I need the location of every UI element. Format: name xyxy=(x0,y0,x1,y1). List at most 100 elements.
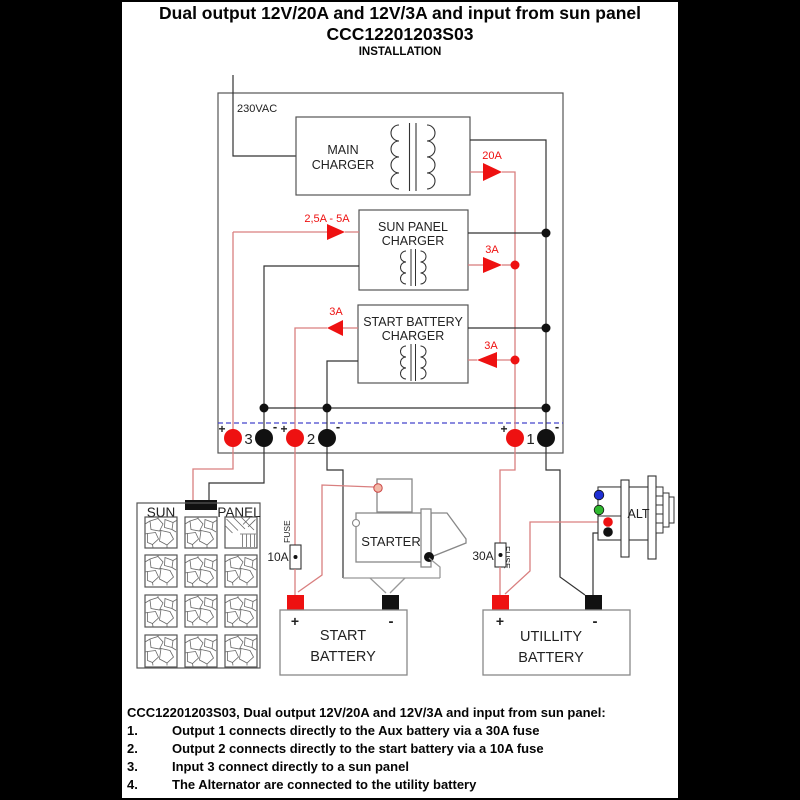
footer-item-number: 1. xyxy=(127,723,138,738)
terminal-2-minus xyxy=(318,429,336,447)
transformer-icon xyxy=(400,249,427,286)
terminal-3-minus xyxy=(255,429,273,447)
fuse30-rating: 30A xyxy=(472,549,493,563)
start-battery-minus-sign: - xyxy=(389,613,394,630)
terminal-3-plus-sign: + xyxy=(218,422,225,436)
charger-enclosure xyxy=(217,92,564,454)
terminal-3-plus xyxy=(224,429,242,447)
solenoid-feed-wire xyxy=(297,484,375,593)
sunpanel-label-right: PANEL xyxy=(217,505,261,520)
footer-notes: CCC12201203S03, Dual output 12V/20A and … xyxy=(127,704,627,794)
footer-item-text: The Alternator are connected to the util… xyxy=(172,777,477,792)
main-charger-label-1: MAIN xyxy=(327,143,358,157)
fuse10-rating: 10A xyxy=(267,550,288,564)
starter-label: STARTER xyxy=(361,534,420,549)
starter-terminal-small xyxy=(351,518,361,528)
terminal-1-plus-sign: + xyxy=(500,422,507,436)
title-block: Dual output 12V/20A and 12V/3A and input… xyxy=(122,3,678,60)
mains-label: 230VAC xyxy=(237,103,277,115)
start-battery-charger: START BATTERY CHARGER xyxy=(357,304,469,384)
terminal-1-minus xyxy=(537,429,555,447)
fuse10-label: FUSE xyxy=(282,520,292,543)
mains-wire xyxy=(232,75,296,157)
alternator-terminal-red xyxy=(603,517,613,527)
terminal-2-plus-sign: + xyxy=(280,422,287,436)
sunpanel-plus-wire xyxy=(192,447,234,502)
alternator-plus-wire xyxy=(504,521,604,595)
terminal-1-number: 1 xyxy=(526,431,534,448)
main-charger: MAIN CHARGER xyxy=(295,116,471,196)
output1-plus-wire xyxy=(499,447,516,543)
diode-arrow-start-feed xyxy=(477,352,497,368)
sunpanel-minus-wire xyxy=(208,447,265,502)
mains-input: 230VAC xyxy=(232,75,296,157)
junction-dots xyxy=(259,228,551,413)
main-output-negative xyxy=(470,139,547,438)
solenoid-terminal xyxy=(373,483,383,493)
utility-battery-label-1: UTILLITY xyxy=(520,629,582,645)
terminal-3-number: 3 xyxy=(244,431,252,448)
sun-output-rating: 3A xyxy=(485,244,499,256)
diode-arrow-start-out xyxy=(327,320,343,336)
utility-battery: + - UTILLITY BATTERY xyxy=(482,595,631,676)
sun-negative-wire xyxy=(263,265,359,438)
alternator-terminal-blue xyxy=(593,489,605,501)
terminal-1-minus-sign: - xyxy=(555,419,559,434)
alternator: ALT xyxy=(593,475,675,560)
start-charger-label-2: CHARGER xyxy=(382,329,445,343)
page-background xyxy=(122,2,678,798)
alternator-terminal-black xyxy=(603,527,613,537)
sun-charger-label-1: SUN PANEL xyxy=(378,220,448,234)
start-battery-minus-terminal xyxy=(382,595,399,610)
sunpanel-label-left: SUN xyxy=(147,505,176,520)
diode-arrow-sun-in xyxy=(327,224,345,240)
fuse30-label: FUSE xyxy=(502,546,512,569)
footer-item-number: 2. xyxy=(127,741,138,756)
utility-battery-plus-sign: + xyxy=(496,613,504,629)
alternator-terminal-green xyxy=(593,504,605,516)
sunpanel-junction-box xyxy=(185,500,217,510)
start-output-rating: 3A xyxy=(329,306,343,318)
solar-cells xyxy=(144,516,258,668)
terminal-2-plus xyxy=(286,429,304,447)
alternator-pulley xyxy=(655,486,675,534)
page-title: Dual output 12V/20A and 12V/3A and input… xyxy=(159,3,641,23)
output2-minus-wire xyxy=(326,447,344,578)
utility-battery-plus-terminal xyxy=(492,595,509,610)
sun-input-rating: 2,5A - 5A xyxy=(304,213,350,225)
sun-panel: SUN PANEL xyxy=(136,500,261,669)
footer-item-text: Output 2 connects directly to the start … xyxy=(172,741,544,756)
footer-item-number: 4. xyxy=(127,777,138,792)
utility-battery-minus-terminal xyxy=(585,595,602,610)
output-terminals: 3 2 1 + + + - - - xyxy=(218,419,559,448)
footer-item: 3. Input 3 connect directly to a sun pan… xyxy=(127,758,627,776)
footer-item: 2. Output 2 connects directly to the sta… xyxy=(127,740,627,758)
transformer-icon xyxy=(400,344,427,381)
installation-heading: INSTALLATION xyxy=(358,46,442,58)
start-ground-wires xyxy=(343,557,441,594)
sun-input: 2,5A - 5A xyxy=(232,213,359,438)
transformer-icon xyxy=(390,123,436,191)
utility-battery-minus-sign: - xyxy=(593,613,598,630)
start-charger-output: 3A xyxy=(294,306,358,438)
sun-charger-label-2: CHARGER xyxy=(382,234,445,248)
start-battery-plus-terminal xyxy=(287,595,304,610)
footer-item: 1. Output 1 connects directly to the Aux… xyxy=(127,722,627,740)
starter-flange xyxy=(420,508,432,568)
starter-solenoid xyxy=(376,478,413,513)
terminal-3-minus-sign: - xyxy=(273,419,277,434)
main-charger-label-2: CHARGER xyxy=(312,158,375,172)
alternator-label: ALT xyxy=(628,507,650,521)
sun-output: 3A xyxy=(468,244,515,273)
main-output-rating: 20A xyxy=(482,150,502,162)
diode-arrow-20a xyxy=(483,163,502,181)
footer-item-number: 3. xyxy=(127,759,138,774)
starter: STARTER xyxy=(351,478,467,568)
utility-battery-label-2: BATTERY xyxy=(518,650,584,666)
footer-item: 4. The Alternator are connected to the u… xyxy=(127,776,627,794)
sun-panel-charger: SUN PANEL CHARGER xyxy=(358,209,469,291)
start-battery-label-1: START xyxy=(320,628,366,644)
main-output-positive: 20A xyxy=(470,150,516,438)
